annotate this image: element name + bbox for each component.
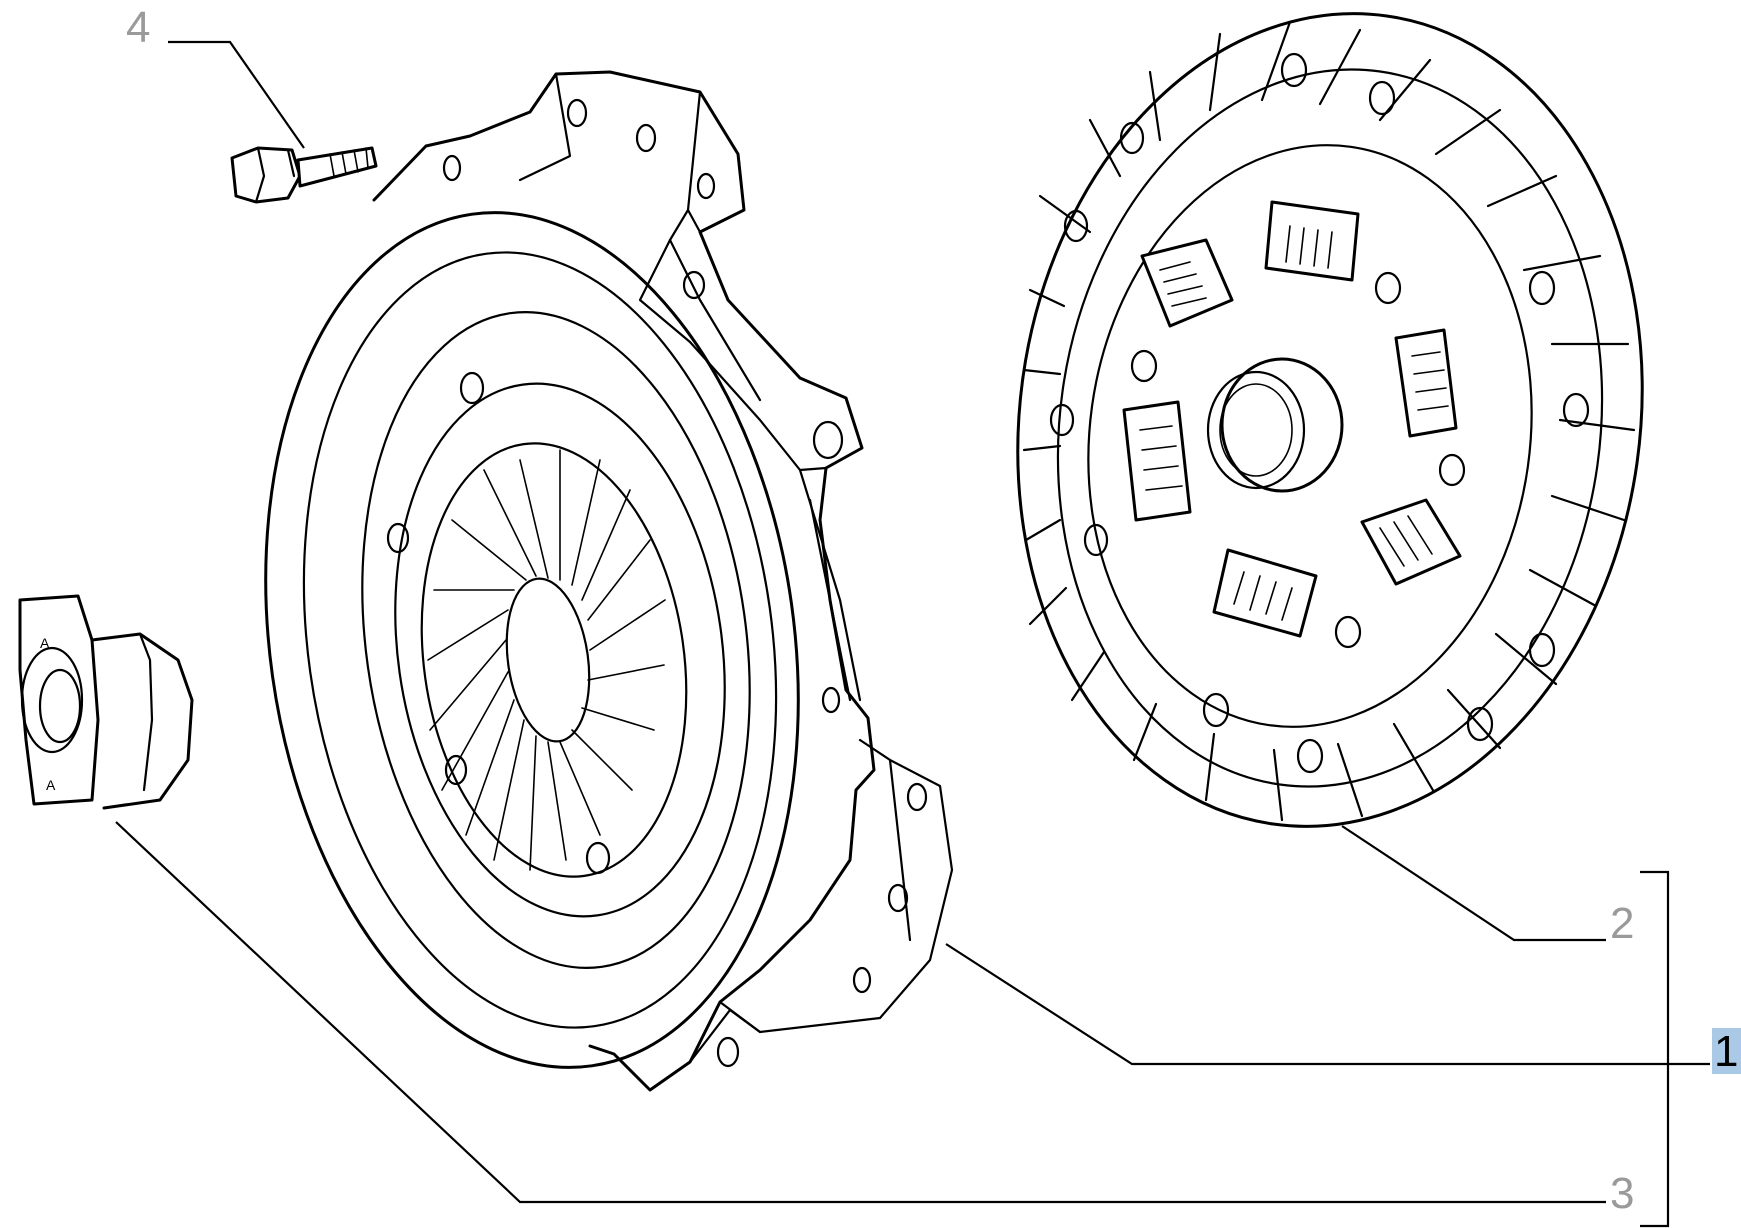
callout-1-highlight — [1712, 1028, 1741, 1074]
callouts: 4 2 1 3 — [126, 3, 1741, 1218]
damper-springs — [1122, 200, 1462, 638]
svg-text:A: A — [46, 777, 56, 793]
bolt-drawing[interactable] — [230, 146, 378, 204]
pressure-plate-drawing[interactable] — [213, 70, 954, 1102]
release-bearing-drawing[interactable]: A A — [18, 594, 194, 810]
leader-lines — [115, 40, 1710, 1228]
svg-text:A: A — [40, 635, 50, 651]
clutch-disc-drawing[interactable] — [966, 0, 1694, 867]
callout-1[interactable]: 1 — [1714, 1027, 1738, 1076]
callout-3[interactable]: 3 — [1610, 1169, 1634, 1218]
callout-2[interactable]: 2 — [1610, 899, 1634, 948]
callout-4[interactable]: 4 — [126, 3, 150, 52]
